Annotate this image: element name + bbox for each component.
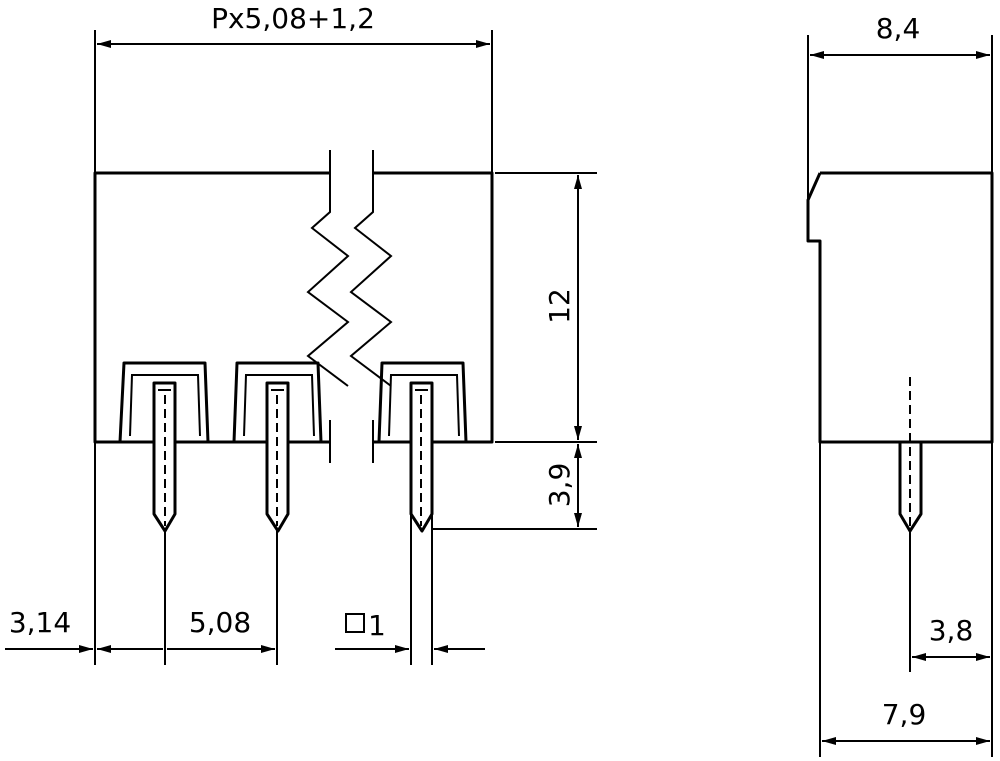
dimension-bottom-depth-label: 7,9: [882, 698, 927, 731]
pin-pocket-2: [232, 361, 323, 443]
break-line-left: [306, 150, 350, 387]
dimension-pin-length-label: 3,9: [543, 463, 576, 508]
pin-2: [265, 381, 290, 533]
pin-pocket-3: [377, 361, 468, 443]
dimension-top-depth: 8,4: [807, 12, 993, 200]
dimension-total-width-label: Px5,08+1,2: [211, 2, 375, 35]
side-body: [806, 171, 994, 444]
pin-pocket-1: [118, 361, 210, 443]
dimension-height-label: 12: [543, 288, 576, 324]
front-view: Px5,08+1,2 12 3,9 3,14 5,: [5, 2, 597, 665]
dimension-bottom-depth: 7,9: [822, 698, 990, 745]
pin-3: [409, 381, 434, 533]
dimension-edge-offset-label: 3,14: [9, 606, 71, 639]
dimension-height: 12: [495, 172, 597, 443]
dimension-total-width: Px5,08+1,2: [94, 2, 493, 173]
dimension-top-depth-label: 8,4: [876, 12, 921, 45]
side-pin: [898, 377, 923, 533]
dimension-pitch-label: 5,08: [189, 606, 251, 639]
pin-1: [152, 381, 177, 533]
dimension-pitch: 5,08: [167, 606, 275, 653]
dimension-pin-square-label: 1: [368, 609, 386, 642]
dimension-pin-length: 3,9: [432, 444, 597, 530]
dimension-edge-offset: 3,14: [5, 606, 163, 653]
square-symbol-icon: [345, 613, 365, 633]
break-line-right: [349, 150, 393, 387]
side-view: 8,4 3,8 7,9: [806, 12, 994, 757]
dimension-pin-offset: 3,8: [912, 614, 990, 661]
dimension-pin-square: 1: [335, 609, 485, 653]
dimension-pin-offset-label: 3,8: [929, 614, 974, 647]
